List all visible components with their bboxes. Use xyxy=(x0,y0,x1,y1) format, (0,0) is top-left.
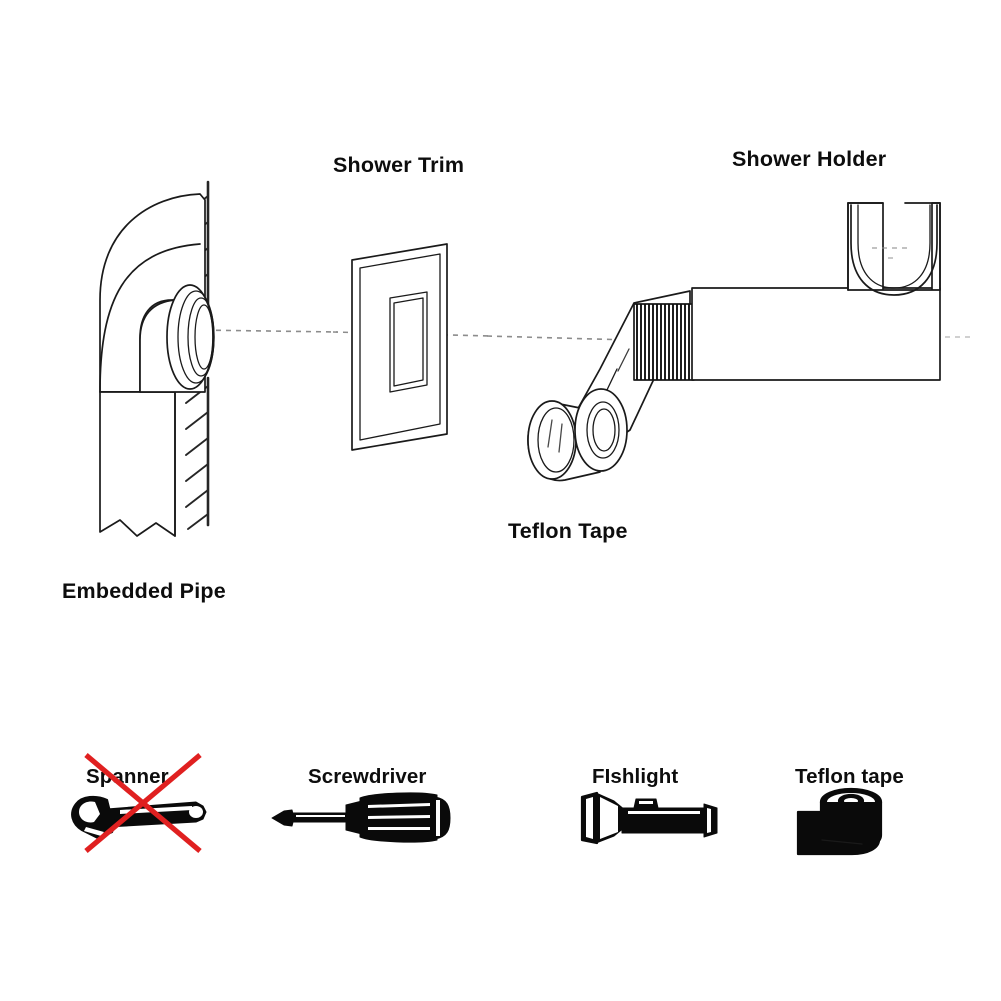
pipe-down-leg xyxy=(99,391,176,537)
teflon-tape-label: Teflon Tape xyxy=(508,519,628,543)
flashlight-label: FIshlight xyxy=(592,765,678,788)
shower-holder-group: Shower Holder xyxy=(633,147,941,381)
thread-hatching xyxy=(636,304,694,380)
shower-holder-label: Shower Holder xyxy=(732,147,887,171)
holder-body xyxy=(691,287,941,381)
wall-hatching-lower xyxy=(185,385,209,530)
flashlight-icon xyxy=(580,791,718,845)
trim-plate-cutout-inner xyxy=(393,297,424,387)
pipe-socket-opening xyxy=(166,284,215,390)
cradle-inner-wall xyxy=(857,204,931,289)
holder-threaded-nipple xyxy=(633,303,695,381)
teflon-tape-tool-label: Teflon tape xyxy=(795,765,904,788)
tool-screwdriver: Screwdriver xyxy=(271,765,451,843)
cradle-centermark xyxy=(872,247,912,259)
cradle-outer-wall xyxy=(850,204,938,296)
shower-trim-label: Shower Trim xyxy=(333,153,464,177)
tape-roll-icon xyxy=(796,787,883,856)
tool-flashlight: FIshlight xyxy=(580,765,718,845)
tape-roll-core-hole xyxy=(586,401,620,459)
screwdriver-icon xyxy=(271,792,451,843)
alignment-axis xyxy=(195,329,975,341)
shower-trim-group: Shower Trim xyxy=(333,153,464,451)
tool-teflon-tape: Teflon tape xyxy=(795,765,904,856)
spanner-crossed-out-mark xyxy=(84,753,202,853)
embedded-pipe-label: Embedded Pipe xyxy=(62,579,226,603)
tool-spanner: Spanner xyxy=(71,753,207,853)
trim-plate-bevel xyxy=(359,253,441,441)
trim-plate-cutout xyxy=(389,291,428,393)
tape-roll-back-rim xyxy=(527,400,577,480)
holder-cradle-block xyxy=(847,202,941,291)
screwdriver-label: Screwdriver xyxy=(308,765,426,788)
embedded-pipe-group: Embedded Pipe xyxy=(62,180,226,603)
